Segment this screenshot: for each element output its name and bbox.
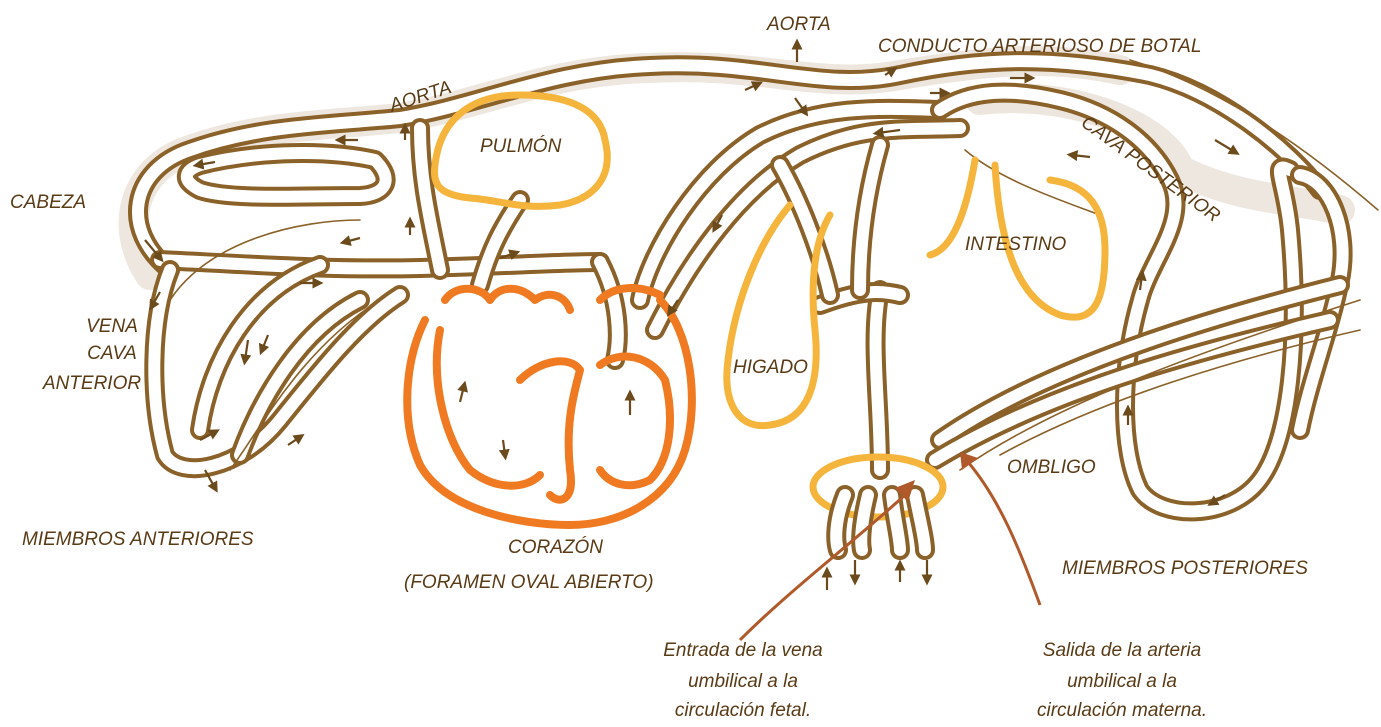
arrow-limb-1 <box>262 335 268 350</box>
arrow-limb-4 <box>288 437 300 445</box>
label-intestino: INTESTINO <box>965 234 1067 255</box>
arrow-heart-up <box>460 386 464 402</box>
captions: Entrada de la vena umbilical a la circul… <box>663 640 1207 721</box>
label-cabeza: CABEZA <box>10 192 86 213</box>
label-higado: HIGADO <box>733 357 808 378</box>
caption-entrada-2: umbilical a la <box>688 671 798 692</box>
label-vena-1: VENA <box>86 316 138 337</box>
caption-salida-1: Salida de la arteria <box>1043 640 1201 661</box>
caption-entrada-3: circulación fetal. <box>675 700 811 721</box>
arrow-entrada-vena <box>740 495 905 640</box>
label-ombligo: OMBLIGO <box>1007 457 1096 478</box>
arrow-limb-2 <box>245 340 248 360</box>
caption-entrada-1: Entrada de la vena <box>663 640 823 661</box>
label-vena-3: ANTERIOR <box>42 373 141 394</box>
arrow-salida-head <box>960 452 978 470</box>
label-miembros-posteriores: MIEMBROS POSTERIORES <box>1062 558 1308 579</box>
label-conducto: CONDUCTO ARTERIOSO DE BOTAL <box>878 36 1201 57</box>
label-aorta-top: AORTA <box>766 14 831 35</box>
label-pulmon: PULMÓN <box>480 135 562 157</box>
label-foramen: (FORAMEN OVAL ABIERTO) <box>404 572 654 593</box>
caption-salida-3: circulación materna. <box>1037 700 1207 721</box>
arrow-cava-left <box>1072 155 1090 157</box>
arrow-return-left <box>345 238 360 242</box>
label-vena-2: CAVA <box>87 343 137 364</box>
caption-salida-2: umbilical a la <box>1067 671 1177 692</box>
arrow-cava-post <box>1215 140 1235 152</box>
label-corazon: CORAZÓN <box>508 536 603 558</box>
arrow-heart-down <box>503 440 505 455</box>
label-miembros-anteriores: MIEMBROS ANTERIORES <box>22 529 254 550</box>
arrow-salida-arteria <box>968 462 1040 605</box>
